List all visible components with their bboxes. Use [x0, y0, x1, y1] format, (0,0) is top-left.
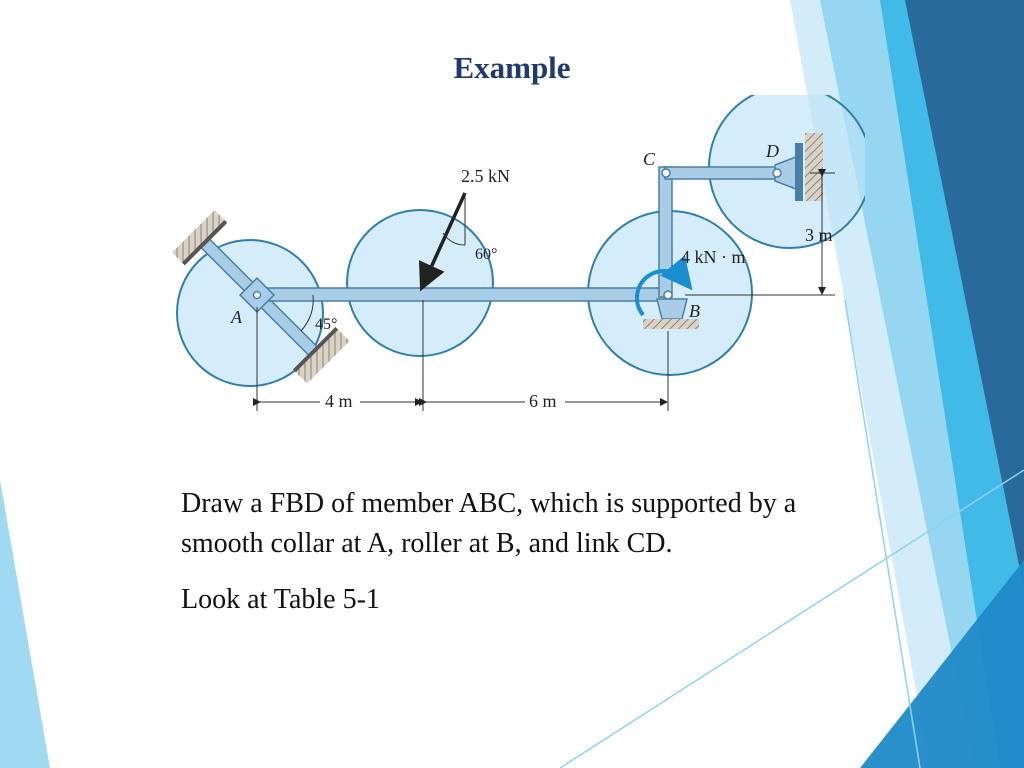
dim-vertical-label: 3 m [805, 225, 833, 245]
label-a: A [230, 307, 243, 327]
pin-d [772, 168, 782, 178]
member-abc-diagram: 2.5 kN 60° 45° 4 kN · m A B C D 4 m 6 m … [172, 95, 865, 411]
highlight-circle-force [346, 209, 494, 357]
thin-accent-line [844, 299, 921, 768]
label-d: D [765, 141, 779, 161]
wall-support-d [805, 133, 823, 201]
link-cd [664, 166, 778, 180]
roller-support-b [656, 298, 688, 320]
ground-support-upper [172, 210, 226, 264]
force-arrow [418, 192, 467, 292]
moment-label: 4 kN · m [681, 247, 746, 267]
problem-statement: Draw a FBD of member ABC, which is suppo… [181, 488, 797, 559]
ground-b [643, 319, 699, 329]
left-accent-shape [0, 480, 50, 768]
slide-body: Draw a FBD of member ABC, which is suppo… [181, 484, 881, 620]
collar-angle-label: 45° [315, 316, 337, 333]
label-b: B [689, 301, 700, 321]
dim-left-label: 4 m [325, 391, 353, 411]
force-angle-label: 60° [475, 246, 497, 263]
member-bc [658, 166, 673, 298]
pin-c [661, 168, 671, 178]
collar-angle-arc [300, 294, 314, 332]
moment-arrow [635, 255, 693, 317]
pin-a [252, 290, 262, 300]
ground-support-lower [295, 329, 350, 384]
highlight-circle-a [176, 239, 324, 387]
thin-accent-line [559, 469, 1024, 768]
table-reference: Look at Table 5-1 [181, 584, 380, 615]
dim-middle-label: 6 m [529, 391, 557, 411]
member-ab [254, 287, 668, 302]
right-dark-panel [905, 0, 1024, 590]
force-label: 2.5 kN [461, 166, 510, 186]
force-angle-arc [442, 232, 466, 246]
right-lower-panel [860, 560, 1024, 768]
slide-title: Example [453, 50, 571, 85]
label-c: C [643, 149, 656, 169]
